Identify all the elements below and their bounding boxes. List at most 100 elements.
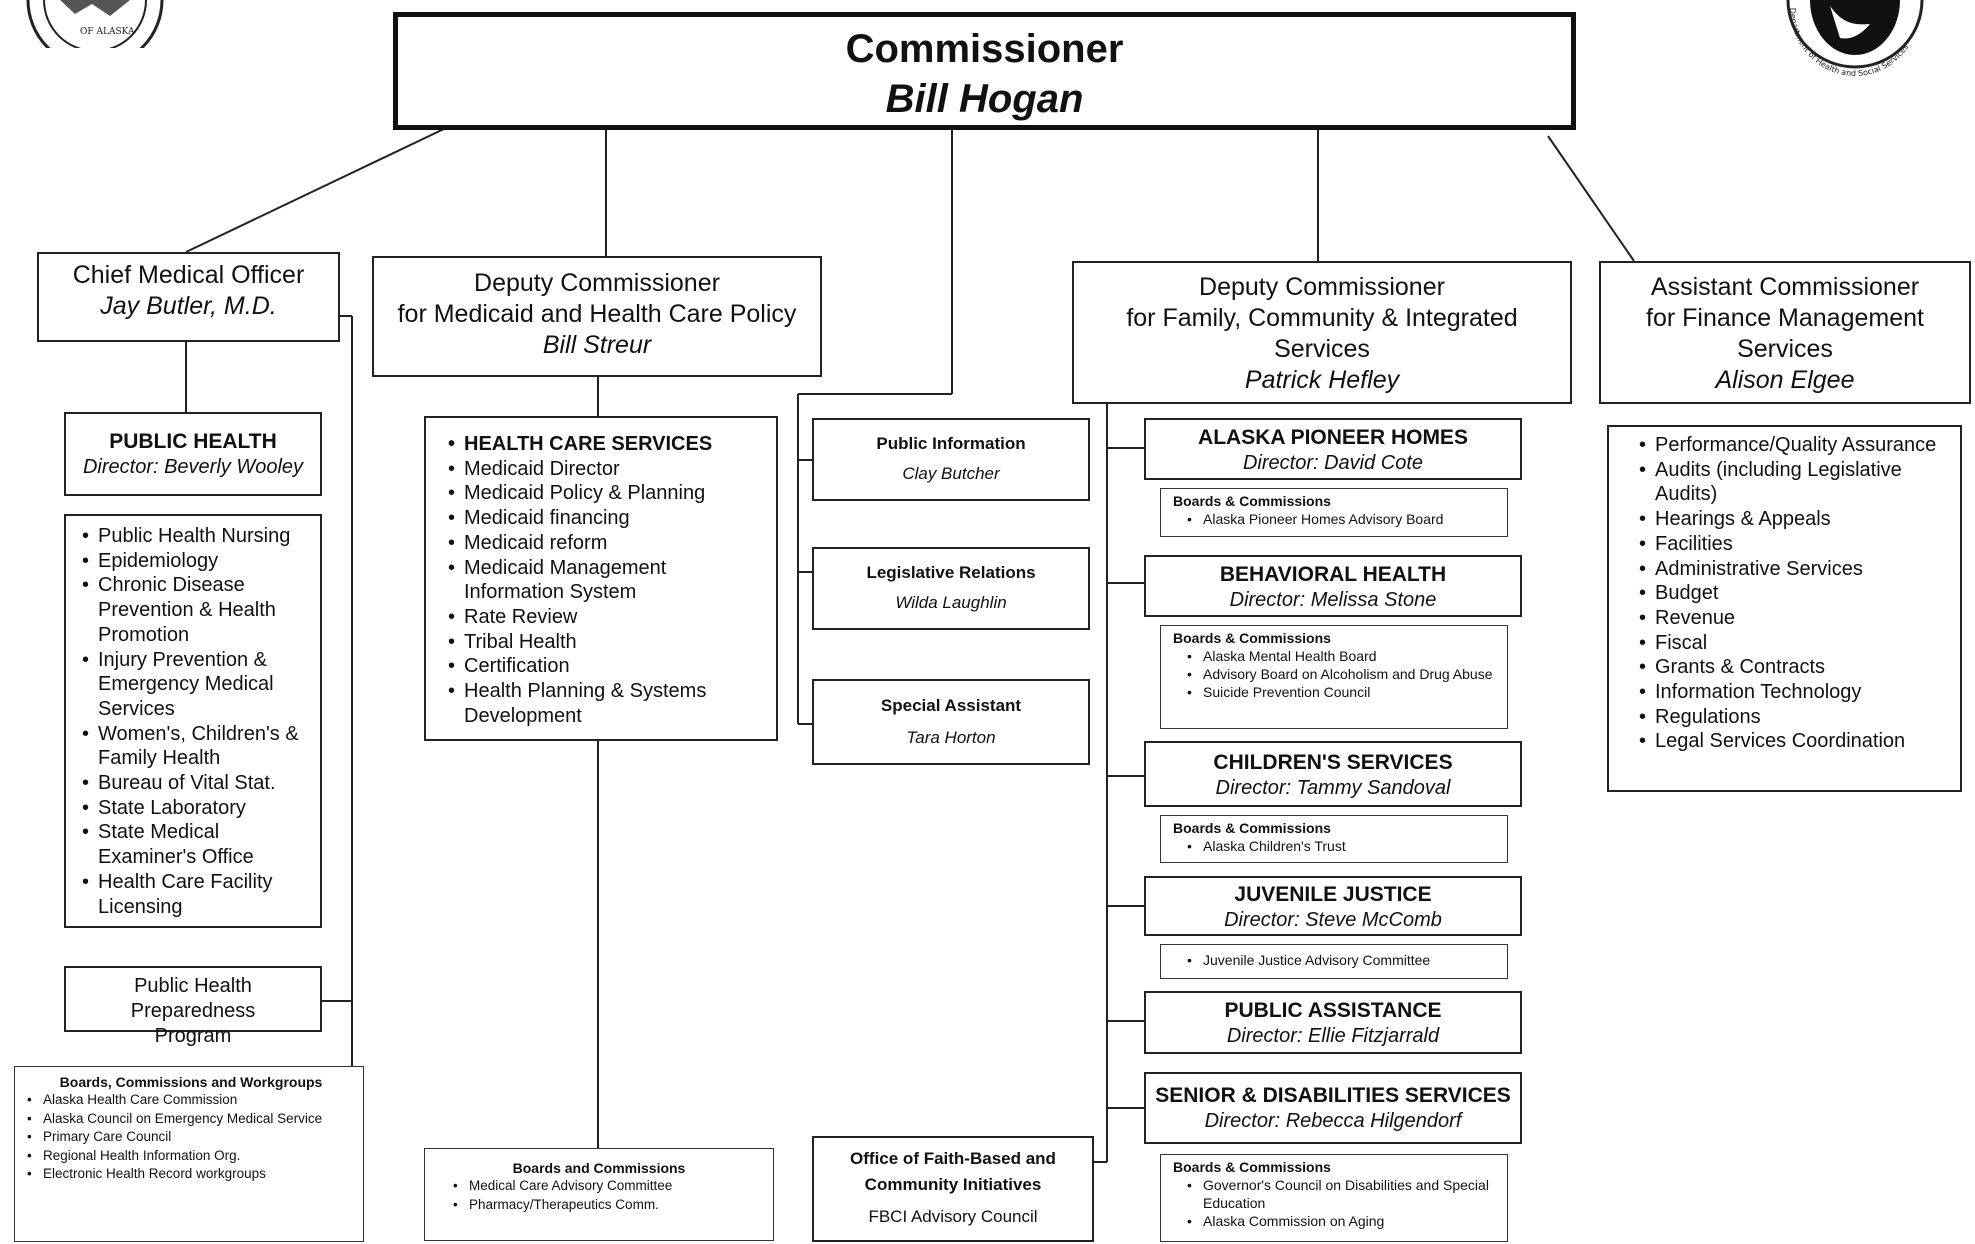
list-item: Medicaid Management Information System (448, 556, 766, 605)
public-health-boards-box: Boards, Commissions and Workgroups Alask… (14, 1066, 364, 1242)
boards-title: Boards and Commissions (512, 1160, 686, 1176)
list-item: Budget (1639, 581, 1952, 606)
list-item: Alaska Mental Health Board (1187, 647, 1501, 665)
health-care-boards-box: Boards and Commissions Medical Care Advi… (424, 1148, 774, 1241)
pioneer-boards-list: Alaska Pioneer Homes Advisory Board (1173, 510, 1501, 528)
pioneer-boards-box: Boards & Commissions Alaska Pioneer Home… (1160, 488, 1508, 537)
list-item: Electronic Health Record workgroups (27, 1165, 357, 1184)
list-item: Facilities (1639, 532, 1952, 557)
public-information-box: Public Information Clay Butcher (812, 418, 1090, 501)
preparedness-label: Public Health Preparedness Program (130, 975, 256, 1047)
childrens-boards-box: Boards & Commissions Alaska Children's T… (1160, 815, 1508, 863)
childrens-services-title: CHILDREN'S SERVICES (1213, 751, 1453, 774)
boards-title: Boards & Commissions (1173, 1159, 1331, 1175)
public-assistance-box: PUBLIC ASSISTANCE Director: Ellie Fitzja… (1144, 991, 1522, 1054)
special-assistant-title: Special Assistant (880, 696, 1022, 715)
public-health-programs-list: Public Health Nursing Epidemiology Chron… (82, 524, 312, 919)
assistant-finance-name: Alison Elgee (1715, 366, 1855, 394)
chief-medical-officer-box: Chief Medical Officer Jay Butler, M.D. (37, 252, 340, 342)
childrens-services-director: Director: Tammy Sandoval (1215, 777, 1451, 799)
juvenile-justice-title: JUVENILE JUSTICE (1234, 883, 1432, 906)
list-item: Women's, Children's & Family Health (82, 722, 312, 771)
fbci-council: FBCI Advisory Council (868, 1207, 1038, 1226)
deputy-family-line3: Services (1274, 335, 1370, 363)
list-item: Audits (including Legislative Audits) (1639, 458, 1952, 507)
list-item: State Laboratory (82, 796, 312, 821)
boards-title: Boards, Commissions and Workgroups (59, 1074, 323, 1090)
cmo-title: Chief Medical Officer (72, 261, 305, 289)
public-health-preparedness-box: Public Health Preparedness Program (64, 966, 322, 1047)
faith-based-office-box: Office of Faith-Based and Community Init… (812, 1136, 1094, 1242)
commissioner-name: Bill Hogan (885, 77, 1084, 121)
health-care-services-title: HEALTH CARE SERVICES (448, 432, 766, 457)
list-item: Certification (448, 654, 766, 679)
public-health-boards-list: Alaska Health Care Commission Alaska Cou… (27, 1091, 357, 1184)
public-information-title: Public Information (876, 434, 1026, 453)
list-item: Governor's Council on Disabilities and S… (1187, 1176, 1501, 1212)
list-item: Fiscal (1639, 631, 1952, 656)
juvenile-boards-list: Juvenile Justice Advisory Committee (1187, 951, 1501, 969)
deputy-commissioner-medicaid-box: Deputy Commissioner for Medicaid and Hea… (372, 256, 822, 377)
list-item: Alaska Health Care Commission (27, 1091, 357, 1110)
deputy-medicaid-name: Bill Streur (542, 331, 652, 359)
deputy-medicaid-line1: Deputy Commissioner (474, 269, 720, 297)
legislative-relations-title: Legislative Relations (866, 563, 1036, 582)
list-item: State Medical Examiner's Office (82, 820, 312, 869)
pioneer-homes-title: ALASKA PIONEER HOMES (1198, 426, 1468, 449)
commissioner-title: Commissioner (845, 27, 1124, 71)
cmo-name: Jay Butler, M.D. (100, 292, 277, 320)
behavioral-boards-list: Alaska Mental Health Board Advisory Boar… (1173, 647, 1501, 701)
special-assistant-name: Tara Horton (906, 728, 996, 747)
juvenile-justice-director: Director: Steve McComb (1224, 909, 1442, 931)
assistant-finance-line3: Services (1737, 335, 1833, 363)
behavioral-health-title: BEHAVIORAL HEALTH (1219, 563, 1447, 586)
health-care-services-list: HEALTH CARE SERVICES Medicaid Director M… (448, 432, 766, 728)
list-item: Health Care Facility Licensing (82, 870, 312, 919)
list-item: Medicaid reform (448, 531, 766, 556)
list-item: Regional Health Information Org. (27, 1147, 357, 1166)
list-item: Pharmacy/Therapeutics Comm. (453, 1196, 763, 1215)
finance-services-list: Performance/Quality Assurance Audits (in… (1639, 433, 1952, 754)
list-item: Tribal Health (448, 630, 766, 655)
behavioral-health-box: BEHAVIORAL HEALTH Director: Melissa Ston… (1144, 555, 1522, 617)
finance-services-box: Performance/Quality Assurance Audits (in… (1607, 425, 1962, 792)
list-item: Grants & Contracts (1639, 655, 1952, 680)
list-item: Alaska Children's Trust (1187, 837, 1501, 855)
deputy-family-line2: for Family, Community & Integrated (1126, 304, 1518, 332)
childrens-boards-list: Alaska Children's Trust (1173, 837, 1501, 855)
list-item: Revenue (1639, 606, 1952, 631)
juvenile-justice-box: JUVENILE JUSTICE Director: Steve McComb (1144, 876, 1522, 936)
list-item: Public Health Nursing (82, 524, 312, 549)
public-information-name: Clay Butcher (902, 464, 1000, 483)
list-item: Alaska Council on Emergency Medical Serv… (27, 1110, 357, 1129)
list-item: Injury Prevention & Emergency Medical Se… (82, 648, 312, 722)
juvenile-boards-box: Juvenile Justice Advisory Committee (1160, 944, 1508, 979)
behavioral-boards-box: Boards & Commissions Alaska Mental Healt… (1160, 625, 1508, 729)
special-assistant-box: Special Assistant Tara Horton (812, 679, 1090, 765)
list-item: Administrative Services (1639, 557, 1952, 582)
senior-boards-box: Boards & Commissions Governor's Council … (1160, 1154, 1508, 1242)
svg-text:OF ALASKA: OF ALASKA (80, 27, 135, 37)
faith-based-line2: Community Initiatives (864, 1175, 1042, 1194)
list-item: Juvenile Justice Advisory Committee (1187, 951, 1501, 969)
pioneer-homes-director: Director: David Cote (1242, 452, 1424, 474)
list-item: Advisory Board on Alcoholism and Drug Ab… (1187, 665, 1501, 683)
assistant-finance-line2: for Finance Management (1646, 304, 1924, 332)
assistant-finance-line1: Assistant Commissioner (1650, 273, 1920, 301)
list-item: Rate Review (448, 605, 766, 630)
public-health-box: PUBLIC HEALTH Director: Beverly Wooley (64, 412, 322, 496)
list-item: Alaska Commission on Aging (1187, 1212, 1501, 1230)
list-item: Alaska Pioneer Homes Advisory Board (1187, 510, 1501, 528)
assistant-commissioner-finance-box: Assistant Commissioner for Finance Manag… (1599, 261, 1971, 404)
childrens-services-box: CHILDREN'S SERVICES Director: Tammy Sand… (1144, 741, 1522, 807)
senior-disabilities-box: SENIOR & DISABILITIES SERVICES Director:… (1144, 1072, 1522, 1144)
list-item: Health Planning & Systems Development (448, 679, 766, 728)
state-seal-icon: OF ALASKA (26, 0, 164, 48)
list-item: Regulations (1639, 705, 1952, 730)
list-item: Epidemiology (82, 549, 312, 574)
list-item: Hearings & Appeals (1639, 507, 1952, 532)
public-health-title: PUBLIC HEALTH (109, 430, 277, 453)
senior-disabilities-title: SENIOR & DISABILITIES SERVICES (1155, 1084, 1511, 1107)
list-item: Performance/Quality Assurance (1639, 433, 1952, 458)
boards-title: Boards & Commissions (1173, 630, 1331, 646)
